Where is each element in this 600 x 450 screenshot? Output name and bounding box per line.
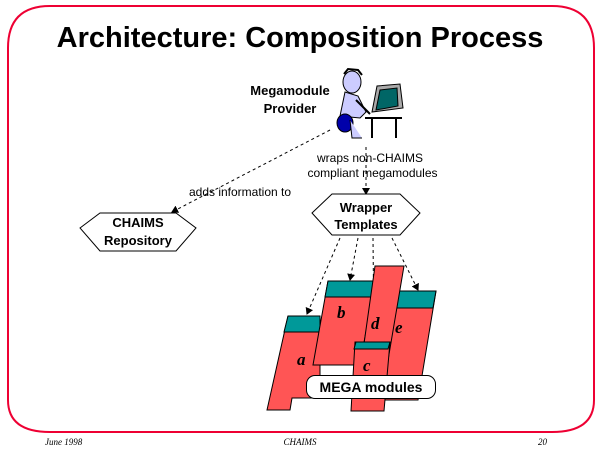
- repository-label-line2: Repository: [104, 233, 172, 248]
- wraps-label-line2: compliant megamodules: [307, 166, 438, 180]
- edge-wrapper-to-e: [391, 237, 419, 291]
- module-c-label: c: [363, 356, 371, 375]
- module-a-label: a: [297, 350, 306, 369]
- footer-center: CHAIMS: [283, 437, 317, 447]
- provider-label-line2: Provider: [263, 101, 317, 116]
- slide-title: Architecture: Composition Process: [56, 22, 544, 54]
- module-b-label: b: [337, 303, 346, 322]
- module-e-label: e: [395, 318, 403, 337]
- wrapper-label-line2: Templates: [334, 217, 398, 232]
- edge-wrapper-to-a: [305, 237, 341, 315]
- mega-modules-label: MEGA modules: [306, 375, 436, 399]
- provider-label-line1: Megamodule: [250, 83, 330, 98]
- wrapper-label-line1: Wrapper: [339, 200, 393, 215]
- footer-date: June 1998: [45, 437, 83, 447]
- module-d-label: d: [371, 314, 380, 333]
- repository-label-line1: CHAIMS: [112, 215, 164, 230]
- wrapper-node-shape: [311, 193, 421, 236]
- adds-label: adds information to: [188, 185, 292, 199]
- slide-frame: [7, 5, 595, 433]
- wraps-label-line1: wraps non-CHAIMS: [316, 151, 424, 165]
- person-at-computer-icon: [336, 67, 404, 139]
- edge-wrapper-to-b: [347, 237, 359, 281]
- footer-page-number: 20: [538, 437, 547, 447]
- repository-node-shape: [79, 212, 197, 252]
